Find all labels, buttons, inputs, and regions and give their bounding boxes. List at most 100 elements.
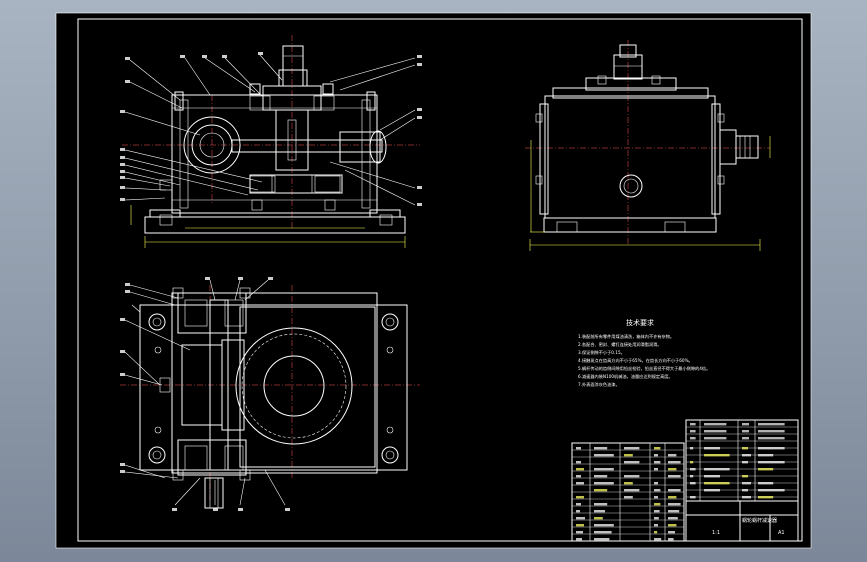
title-block-text-mark [594,454,614,457]
tech-note-4: 4.接触斑点在齿高方向不小于65%，在齿长方向不小于60%。 [578,358,693,363]
top-view [120,285,420,509]
title-block-text-mark [594,447,608,450]
title-block-text-mark [742,447,748,450]
title-block-text-mark [742,496,751,499]
title-block-text-mark [624,461,640,464]
title-block-text-mark [654,510,660,513]
title-block-text-mark [624,454,633,457]
title-block-text-mark [624,475,640,478]
title-block-text-mark [742,454,751,457]
title-block-text-mark [576,447,581,450]
title-block-text-mark [668,496,677,499]
part-balloon-mark [120,148,125,151]
title-block-text-mark [690,468,696,471]
title-block-text-mark [594,503,608,506]
title-block-text-mark [690,423,696,426]
front-view [122,35,420,248]
part-balloon-mark [213,508,218,511]
title-block-text-mark [742,461,748,464]
title-block-text-mark [624,489,640,492]
title-block-text-mark [576,468,584,471]
outer-border [55,12,812,549]
part-balloon-mark [120,110,125,113]
title-block-text-mark [654,447,661,450]
title-block-text-mark [594,538,610,541]
title-block-text-mark [654,461,661,464]
title-block-sheet: A1 [778,530,785,536]
part-balloon-mark [222,55,227,58]
title-block-text-mark [758,437,785,440]
title-block-text-mark [690,475,694,478]
title-block-text-mark [668,503,681,506]
part-balloon-mark [417,203,422,206]
part-balloon-mark [120,470,125,473]
title-block-text-mark [654,454,658,457]
title-block-text-mark [624,482,633,485]
part-balloon-mark [417,55,422,58]
title-block-text-mark [594,468,614,471]
part-balloon-mark [120,373,125,376]
title-block-text-mark [742,437,749,440]
part-balloon-mark [120,156,125,159]
title-block-text-mark [668,524,677,527]
tech-note-3: 3.保证侧隙不小于0.15。 [578,350,625,355]
tech-note-2: 2.各配合、密封、螺钉连接处用润滑脂润滑。 [578,342,662,347]
title-block-text-mark [668,461,681,464]
title-block-text-mark [704,482,730,485]
part-balloon-mark [120,163,125,166]
part-balloon-mark [125,57,130,60]
part-balloon-mark [417,186,422,189]
title-block-text-mark [690,482,696,485]
title-block-text-mark [704,430,727,433]
title-block-text-mark [742,423,749,426]
title-block-text-mark [704,437,727,440]
title-block-text-mark [690,496,696,499]
title-block-text-mark [690,461,694,464]
title-block-text-mark [576,461,581,464]
title-block-text-mark [758,447,785,450]
title-block-text-marks [120,52,785,541]
title-block-text-mark [668,489,681,492]
part-balloon-mark [125,80,130,83]
title-block-text-mark [668,531,675,534]
title-block-text-mark [742,430,749,433]
part-balloon-mark [125,290,130,293]
title-block-text-mark [668,510,680,513]
title-block-text-mark [758,461,785,464]
title-block-text-mark [594,475,608,478]
title-block-text-mark [668,538,674,541]
part-balloon-mark [120,170,125,173]
part-balloon-mark [238,508,243,511]
title-block-text-mark [594,489,608,492]
title-block-text-mark [576,482,584,485]
part-balloon-mark [120,176,125,179]
part-balloon-mark [258,52,263,55]
tech-note-1: 1.装配前所有零件用煤油清洗，箱体内不许有杂物。 [578,334,675,339]
part-balloon-mark [125,283,130,286]
title-block-text-mark [576,538,582,541]
tech-note-7: 7.外表面涂灰色油漆。 [578,382,620,387]
part-balloon-mark [120,186,125,189]
title-block-text-mark [576,503,581,506]
title-block-text-mark [576,524,584,527]
title-block-text-mark [624,496,633,499]
title-block-text-mark [624,447,640,450]
drawing-sheet [56,13,811,548]
title-block-text-mark [576,510,580,513]
title-block-text-mark [758,468,774,471]
tech-note-5: 5.蜗杆传动的齿侧间隙用铅丝检验，铅丝直径不得大于最小侧隙的4倍。 [578,366,711,371]
title-block-text-mark [758,496,774,499]
part-balloon-mark [120,198,125,201]
title-block-text-mark [654,538,662,541]
title-block-text-mark [668,454,677,457]
title-block-text-mark [742,489,748,492]
title-block-text-mark [654,503,661,506]
title-block-text-mark [690,437,696,440]
top-view-leaders [124,279,286,506]
part-balloon-mark [120,350,125,353]
title-block-text-mark [576,517,585,520]
title-block-text-mark [758,489,785,492]
part-balloon-mark [120,318,125,321]
title-block-text-mark [594,524,614,527]
